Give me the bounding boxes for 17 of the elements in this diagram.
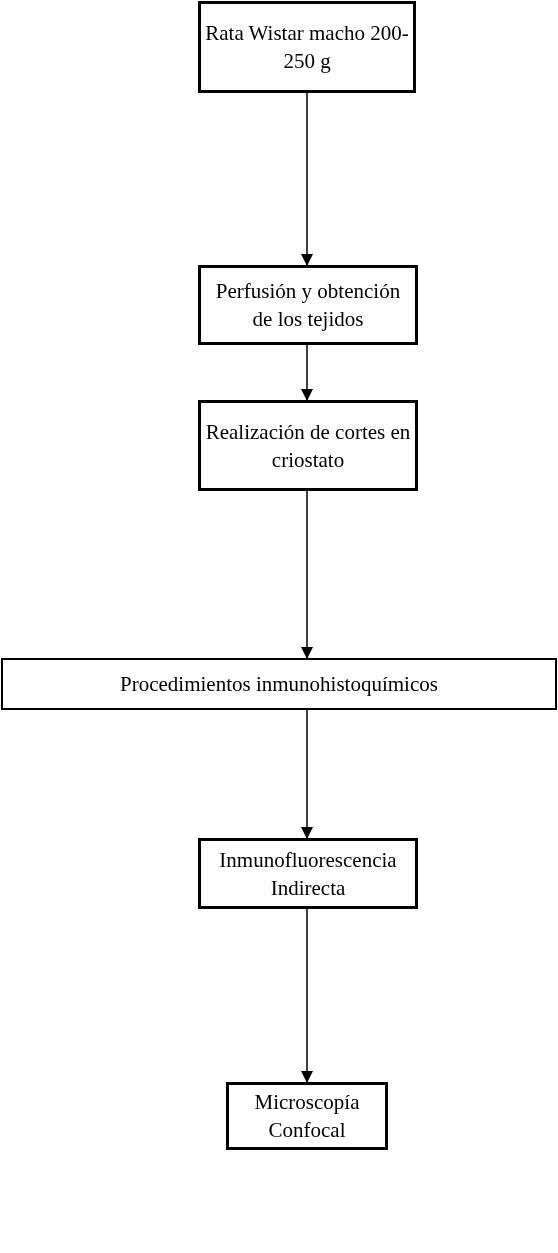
process-box (198, 1, 416, 93)
step-text: Microscopía Confocal (253, 1089, 361, 1144)
step-text: Inmunofluorescencia Indirecta (218, 846, 398, 902)
arrow (301, 92, 313, 266)
process-box (198, 400, 418, 491)
step-text: Procedimientos inmunohistoquímicos (120, 671, 438, 698)
arrow (301, 908, 313, 1083)
arrow (301, 344, 313, 401)
process-box (226, 1082, 388, 1150)
process-box (1, 658, 557, 710)
process-box (198, 838, 418, 909)
arrow (301, 490, 313, 659)
step-text: Rata Wistar macho 200-250 g (205, 20, 409, 75)
step-text: Realización de cortes en criostato (205, 418, 411, 474)
step-text: Perfusión y obtención de los tejidos (214, 278, 402, 333)
arrow (301, 709, 313, 839)
process-box (198, 265, 418, 345)
